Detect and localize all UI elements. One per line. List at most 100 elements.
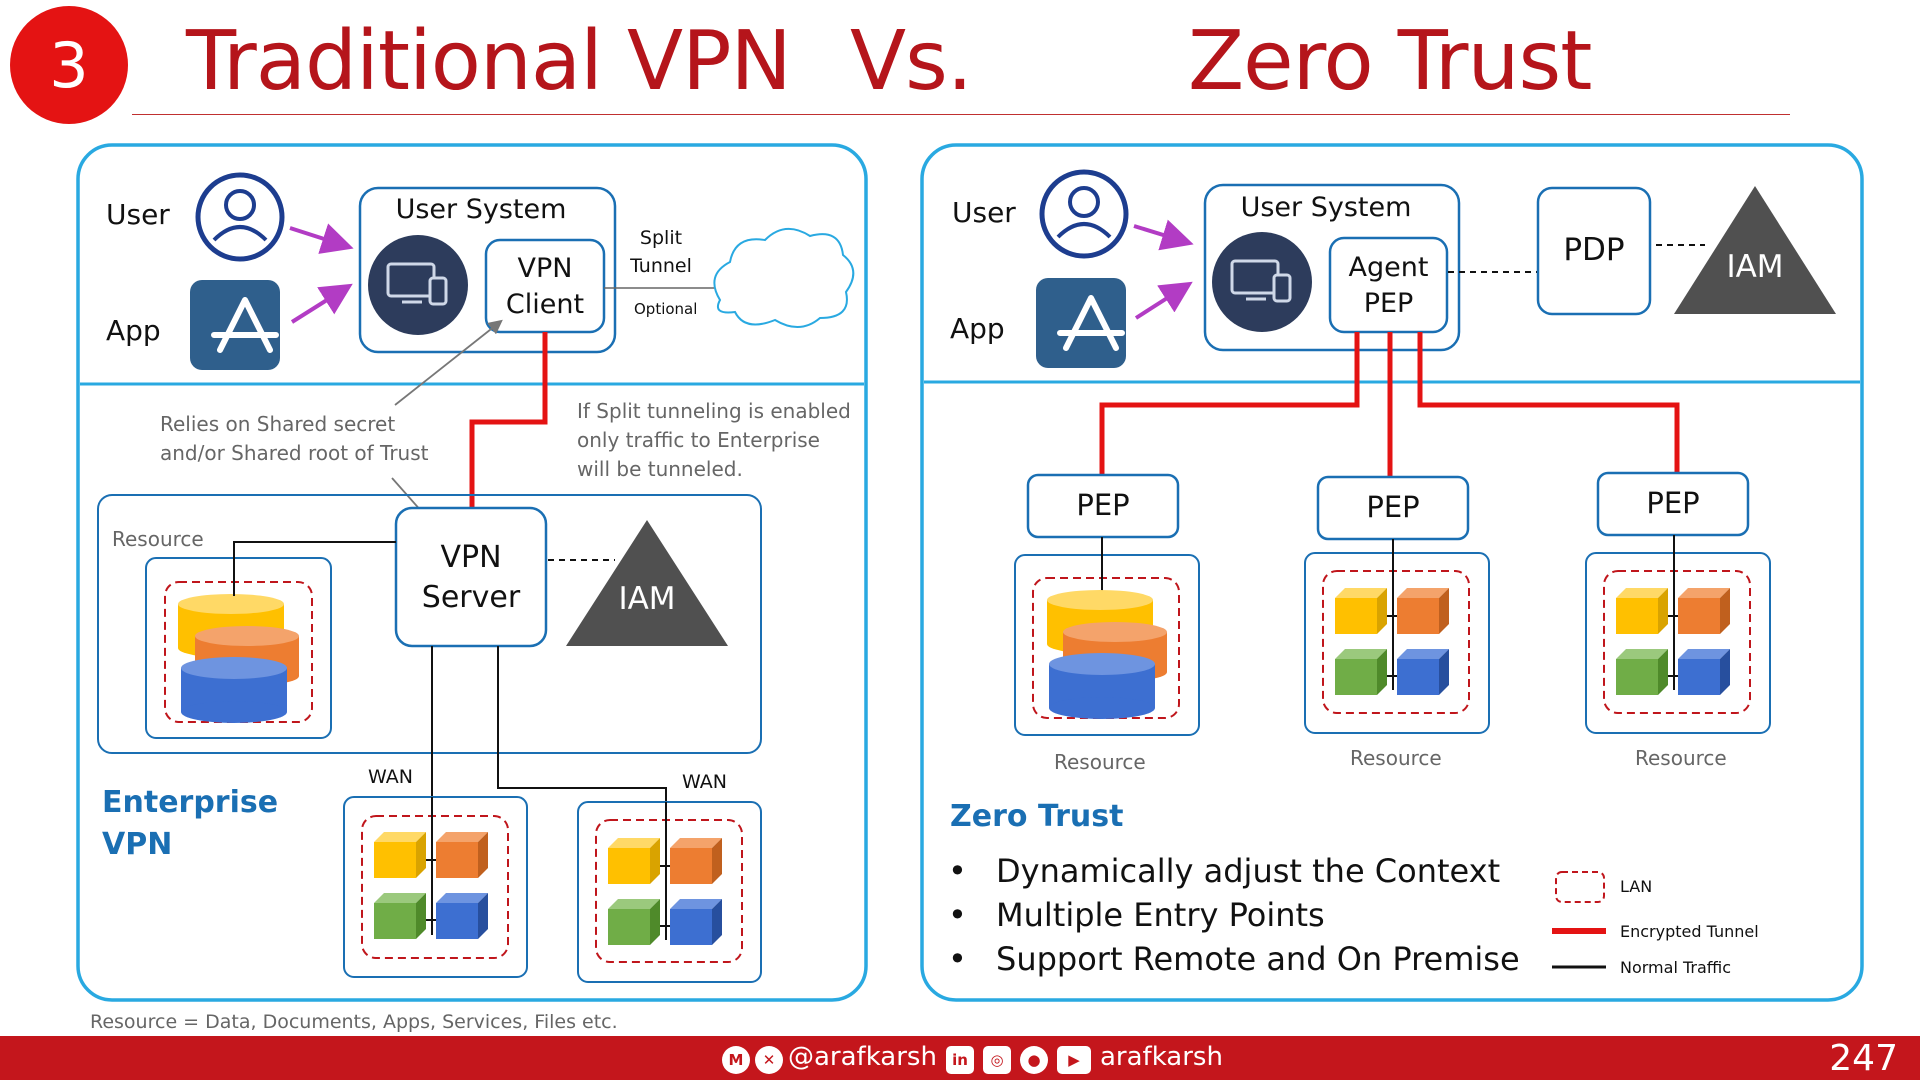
pep-label-2: PEP — [1366, 490, 1420, 525]
user-icon — [195, 172, 285, 262]
footer-handle[interactable]: @arafkarsh — [788, 1042, 937, 1072]
zero-trust-title: Zero Trust — [950, 799, 1124, 834]
split-tunnel-line1: Split — [639, 227, 683, 250]
iam-triangle-right — [1674, 186, 1836, 314]
app-label: App — [106, 314, 161, 347]
split-note-line1: If Split tunneling is enabled — [577, 399, 851, 423]
resource-definition: Resource = Data, Documents, Apps, Servic… — [90, 1011, 618, 1033]
vpn-encrypted-tunnel — [469, 332, 548, 508]
vpn-client-label: VPN Client — [486, 242, 604, 332]
vpn-server-label: VPN Server — [396, 512, 546, 644]
user-arrow — [289, 223, 354, 254]
vpn-server-line1: VPN — [440, 539, 502, 575]
legend-lan-swatch — [1555, 871, 1605, 903]
agent-pep-label: Agent PEP — [1330, 240, 1447, 332]
service-cubes-wan-1 — [374, 832, 488, 939]
user-label-right: User — [952, 196, 1016, 229]
legend-lan-label: LAN — [1620, 877, 1653, 896]
split-tunnel-note: If Split tunneling is enabled only traff… — [577, 397, 851, 484]
resource-label-r2: Resource — [1350, 746, 1442, 770]
pdp-box — [1536, 186, 1652, 316]
resource-label-r3: Resource — [1635, 746, 1727, 770]
devices-icon — [368, 235, 468, 335]
enterprise-vpn-title: Enterprise VPN — [102, 782, 278, 866]
github-icon[interactable]: ● — [1020, 1046, 1048, 1074]
server-to-resource-link — [233, 541, 396, 596]
tunnel-to-pep-3 — [1417, 332, 1680, 474]
pep-label-1: PEP — [1076, 488, 1130, 523]
vpn-client-line1: VPN — [517, 252, 573, 284]
title-underline — [132, 114, 1790, 115]
service-cubes-r3 — [1616, 588, 1730, 695]
split-note-line3: will be tunneled. — [577, 457, 743, 481]
youtube-icon[interactable]: ▶ — [1057, 1046, 1091, 1074]
enterprise-vpn-title-line2: VPN — [102, 827, 173, 862]
legend-normal-label: Normal Traffic — [1620, 958, 1732, 977]
footer-name[interactable]: arafkarsh — [1100, 1042, 1223, 1072]
shared-secret-note-line2: and/or Shared root of Trust — [160, 441, 429, 465]
bullet-item: Multiple Entry Points — [948, 896, 1520, 940]
left-panel-frame — [76, 143, 868, 1002]
split-tunnel-label: Split Tunnel — [616, 224, 706, 282]
iam-label-right: IAM — [1726, 249, 1784, 286]
medium-icon[interactable]: M — [722, 1046, 750, 1074]
wan-label-2: WAN — [682, 771, 727, 793]
shared-secret-note: Relies on Shared secret and/or Shared ro… — [160, 410, 428, 468]
lan-boundary-r2 — [1322, 570, 1470, 714]
pep-label-3: PEP — [1646, 486, 1700, 521]
wan-site-box-2 — [577, 801, 762, 983]
enterprise-vpn-title-line1: Enterprise — [102, 785, 279, 820]
shared-secret-note-line1: Relies on Shared secret — [160, 412, 396, 436]
legend-tunnel-label: Encrypted Tunnel — [1620, 922, 1759, 941]
shared-secret-arrow-client — [394, 319, 503, 406]
title-zero-trust: Zero Trust — [1188, 14, 1592, 109]
pdp-label: PDP — [1563, 232, 1625, 269]
user-system-label-right: User System — [1240, 191, 1412, 223]
instagram-icon[interactable]: ◎ — [983, 1046, 1011, 1074]
database-icon-right — [1047, 590, 1167, 719]
optional-label: Optional — [634, 300, 698, 318]
user-system-label: User System — [395, 193, 567, 225]
lan-boundary-r3 — [1603, 570, 1751, 714]
slide-number-badge: 3 — [10, 6, 128, 124]
title-traditional-vpn: Traditional VPN — [186, 14, 792, 109]
agent-pep-line1: Agent — [1348, 251, 1429, 283]
service-cubes-r2 — [1335, 588, 1449, 695]
wan-site-box-1 — [343, 796, 528, 978]
resource-label-left: Resource — [112, 527, 204, 551]
bullet-item: Dynamically adjust the Context — [948, 852, 1520, 896]
app-arrow — [290, 283, 353, 324]
tunnel-to-pep-1 — [1099, 332, 1360, 476]
resource-box-r2 — [1304, 552, 1490, 734]
bullet-item: Support Remote and On Premise — [948, 940, 1520, 984]
page-number: 247 — [1829, 1038, 1898, 1079]
resource-label-r1: Resource — [1054, 750, 1146, 774]
split-tunnel-line2: Tunnel — [630, 255, 692, 277]
agent-pep-line2: PEP — [1363, 288, 1414, 319]
vpn-client-line2: Client — [505, 289, 585, 320]
internet-cloud-icon — [713, 228, 855, 328]
resource-box-r3 — [1585, 552, 1771, 734]
split-note-line2: only traffic to Enterprise — [577, 428, 820, 452]
wan-label-1: WAN — [368, 766, 413, 788]
lan-boundary-wan-2 — [595, 819, 743, 963]
lan-boundary-left — [164, 581, 313, 723]
user-arrow-right — [1133, 219, 1194, 251]
enterprise-network-box — [97, 494, 762, 754]
x-icon[interactable]: ✕ — [755, 1046, 783, 1074]
app-arrow-right — [1134, 281, 1193, 320]
lan-boundary-wan-1 — [361, 815, 509, 959]
vpn-server-line2: Server — [421, 580, 521, 615]
iam-triangle-left — [566, 520, 728, 646]
vpn-server-box — [394, 506, 548, 648]
title-vs: Vs. — [850, 14, 973, 109]
app-store-icon-right — [1036, 278, 1126, 368]
app-label-right: App — [950, 312, 1005, 345]
user-icon-right — [1039, 169, 1129, 259]
database-icon — [178, 594, 299, 723]
linkedin-icon[interactable]: in — [946, 1046, 974, 1074]
iam-label-left: IAM — [618, 581, 676, 618]
devices-icon-right — [1212, 232, 1312, 332]
app-store-icon — [190, 280, 280, 370]
